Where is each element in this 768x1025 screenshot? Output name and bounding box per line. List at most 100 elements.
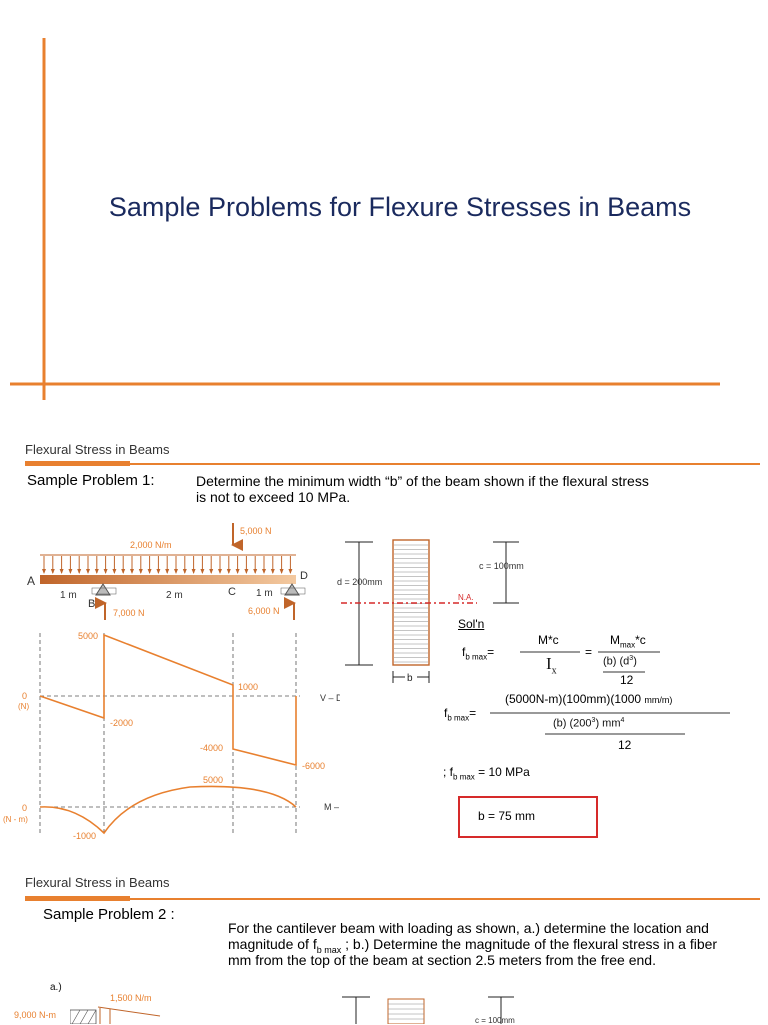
point-c-label: C [228, 586, 236, 598]
udl-arrowhead [59, 569, 64, 574]
udl-arrows [42, 556, 293, 574]
udl-arrowhead [165, 569, 170, 574]
udl-arrowhead [200, 569, 205, 574]
shear-value-1: 5000 [78, 631, 98, 641]
twelve-1: 12 [620, 673, 634, 687]
slide1-frame [10, 38, 720, 400]
point-a-label: A [27, 574, 35, 588]
slide1-title: Sample Problems for Flexure Stresses in … [108, 192, 692, 222]
slide2-problem-label: Sample Problem 1: [27, 472, 155, 489]
slide3-header: Flexural Stress in Beams [25, 875, 170, 890]
udl-arrowhead [270, 569, 275, 574]
shear-zero: 0 [22, 691, 27, 701]
udl-arrowhead [50, 569, 55, 574]
point-d-label: D [300, 570, 308, 582]
slide3-statement-line1: For the cantilever beam with loading as … [228, 920, 709, 936]
slide2-statement-line1: Determine the minimum width “b” of the b… [196, 473, 649, 489]
shear-value-3: 1000 [238, 682, 258, 692]
udl-arrowhead [68, 569, 73, 574]
reaction-b-label: 7,000 N [113, 608, 145, 618]
udl-arrowhead [103, 569, 108, 574]
udl-arrowhead [156, 569, 161, 574]
udl-arrowhead [86, 569, 90, 574]
shear-unit: (N) [18, 702, 29, 711]
udl-arrowhead [218, 569, 222, 574]
udl-arrowhead [279, 569, 284, 574]
udl-arrowhead [147, 569, 152, 574]
udl-arrowhead [226, 569, 231, 574]
slide2-statement-line2: is not to exceed 10 MPa. [196, 489, 351, 505]
bd3-denominator: (b) (d3) [603, 655, 637, 668]
mmax-numerator: Mmax*c [610, 633, 646, 650]
span1-label: 1 m [60, 590, 77, 601]
c-label: c = 100mm [479, 561, 524, 571]
moment-value-2: -1000 [73, 831, 96, 841]
slide2-cross-section: d = 200mm c = 100mm N.A. b [337, 539, 524, 684]
slide3-problem-label: Sample Problem 2 : [43, 906, 175, 923]
udl-arrowhead [121, 569, 126, 574]
udl-arrowhead [112, 569, 117, 574]
udl-arrowhead [191, 569, 196, 574]
udl-arrowhead [174, 569, 178, 574]
udl-arrowhead [94, 569, 99, 574]
twelve-2: 12 [618, 738, 632, 752]
udl-arrowhead [209, 569, 214, 574]
slide2-beam-figure: 5,000 N 2,000 N/m A B C D 1 m 2 m 1 m 7,… [3, 523, 340, 841]
denominator-expression: (b) (2003) mm4 [553, 717, 625, 730]
depth-label: d = 200mm [337, 577, 382, 587]
eq-sign-2: = [585, 645, 593, 659]
answer-text: b = 75 mm [478, 809, 536, 823]
moment-unit: (N - m) [3, 815, 28, 824]
slide3-section-fragment [342, 996, 514, 1024]
answer-box [458, 796, 598, 838]
ix-denominator: Ix [546, 654, 557, 677]
moment-value-1: 5000 [203, 775, 223, 785]
beam-body [40, 575, 296, 584]
slide2-header-rule [25, 461, 760, 466]
udl-arrowhead [182, 569, 187, 574]
mc-numerator: M*c [538, 633, 559, 647]
moment-zero: 0 [22, 803, 27, 813]
numerator-expression: (5000N-m)(100mm)(1000 mm/m) [505, 692, 673, 706]
slide3-beam-fragment [70, 1006, 161, 1024]
udl-arrowhead [262, 569, 266, 574]
udl-arrowhead [244, 569, 249, 574]
udl-arrowhead [138, 569, 143, 574]
shear-value-5: -6000 [302, 761, 325, 771]
shear-value-2: -2000 [110, 718, 133, 728]
soln-label: Sol'n [458, 617, 485, 631]
point-load-label: 5,000 N [240, 526, 272, 536]
point-b-label: B [88, 598, 95, 610]
udl-arrowhead [130, 569, 134, 574]
slide3-udl-label: 1,500 N/m [110, 993, 152, 1003]
moment-curve [39, 785, 297, 835]
udl-label: 2,000 N/m [130, 540, 172, 550]
support-b [95, 583, 111, 596]
support-d [284, 583, 300, 596]
moment-label: 9,000 N-m [14, 1010, 57, 1020]
width-label: b [407, 673, 413, 684]
fb-max-1: fb max= [462, 645, 495, 662]
diagram-guides [39, 633, 297, 835]
shear-value-4: -4000 [200, 743, 223, 753]
udl-arrowhead [253, 569, 258, 574]
shear-line [39, 633, 297, 767]
span3-label: 1 m [256, 588, 273, 599]
udl-arrowhead [288, 569, 293, 574]
na-label: N.A. [458, 593, 474, 602]
reaction-d-label: 6,000 N [248, 606, 280, 616]
moment-diag-label: M – Diag. [324, 802, 340, 812]
slide2-header: Flexural Stress in Beams [25, 442, 170, 457]
slide3-statement-line3: mm from the top of the beam at section 2… [228, 952, 656, 968]
udl-arrowhead [235, 569, 240, 574]
shear-diag-label: V – Diag. [320, 693, 340, 703]
fb-max-2: fb max= [444, 706, 477, 723]
udl-arrowhead [42, 569, 46, 574]
part-a-label: a.) [50, 982, 62, 993]
span2-label: 2 m [166, 590, 183, 601]
udl-arrowhead [77, 569, 82, 574]
slide3-statement-line2: magnitude of fb max ; b.) Determine the … [228, 936, 718, 955]
slide3-c-label: c = 100mm [475, 1016, 515, 1025]
slide3-header-rule [25, 896, 760, 901]
condition: ; fb max = 10 MPa [443, 765, 530, 782]
